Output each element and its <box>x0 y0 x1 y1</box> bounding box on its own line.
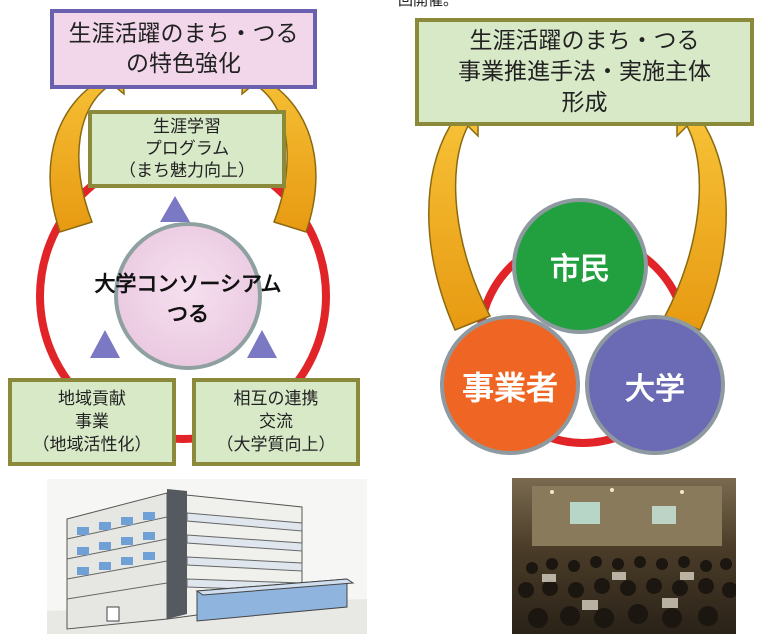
mutual-line-2: 交流 <box>259 411 293 432</box>
program-line-2: プログラム <box>144 139 230 159</box>
program-line-1: 生涯学習 <box>153 117 221 137</box>
left-top-line-1: 生涯活躍のまち・つる <box>68 21 299 47</box>
triangle-top <box>160 196 190 222</box>
consortium-circle <box>114 222 262 370</box>
cut-caption-text: 回開催。 <box>398 0 459 9</box>
regional-line-3: （地域活性化） <box>32 434 152 455</box>
consortium-label: 大学コンソーシアム つる <box>60 268 316 330</box>
building-illustration <box>47 479 367 634</box>
consortium-line-2: つる <box>167 302 209 326</box>
program-box: 生涯学習 プログラム （まち魅力向上） <box>88 110 286 188</box>
right-top-line-1: 生涯活躍のまち・つる <box>469 27 700 54</box>
business-label: 事業者 <box>461 369 558 407</box>
regional-line-1: 地域貢献 <box>58 388 126 409</box>
lecture-hall-photo <box>512 478 736 634</box>
citizens-label: 市民 <box>550 252 610 287</box>
business-circle <box>440 315 580 455</box>
triangle-bottom-right <box>247 330 277 358</box>
citizens-circle <box>512 198 648 334</box>
right-top-box: 生涯活躍のまち・つる 事業推進手法・実施主体 形成 <box>415 18 754 126</box>
left-top-box: 生涯活躍のまち・つる の特色強化 <box>50 9 317 89</box>
program-line-3: （まち魅力向上） <box>119 161 255 181</box>
regional-line-2: 事業 <box>75 411 109 432</box>
university-label: 大学 <box>625 372 685 407</box>
consortium-line-1: 大学コンソーシアム <box>94 272 282 296</box>
right-top-line-3: 形成 <box>561 89 608 116</box>
left-top-line-2: の特色強化 <box>126 51 241 77</box>
regional-contribution-box: 地域貢献 事業 （地域活性化） <box>8 378 176 466</box>
university-circle <box>585 315 725 455</box>
mutual-exchange-box: 相互の連携 交流 （大学質向上） <box>192 378 360 466</box>
triangle-bottom-left <box>90 330 120 358</box>
right-arrow-left <box>428 94 492 331</box>
mutual-line-3: （大学質向上） <box>216 434 336 455</box>
mutual-line-1: 相互の連携 <box>233 388 319 409</box>
right-top-line-2: 事業推進手法・実施主体 <box>458 58 711 85</box>
